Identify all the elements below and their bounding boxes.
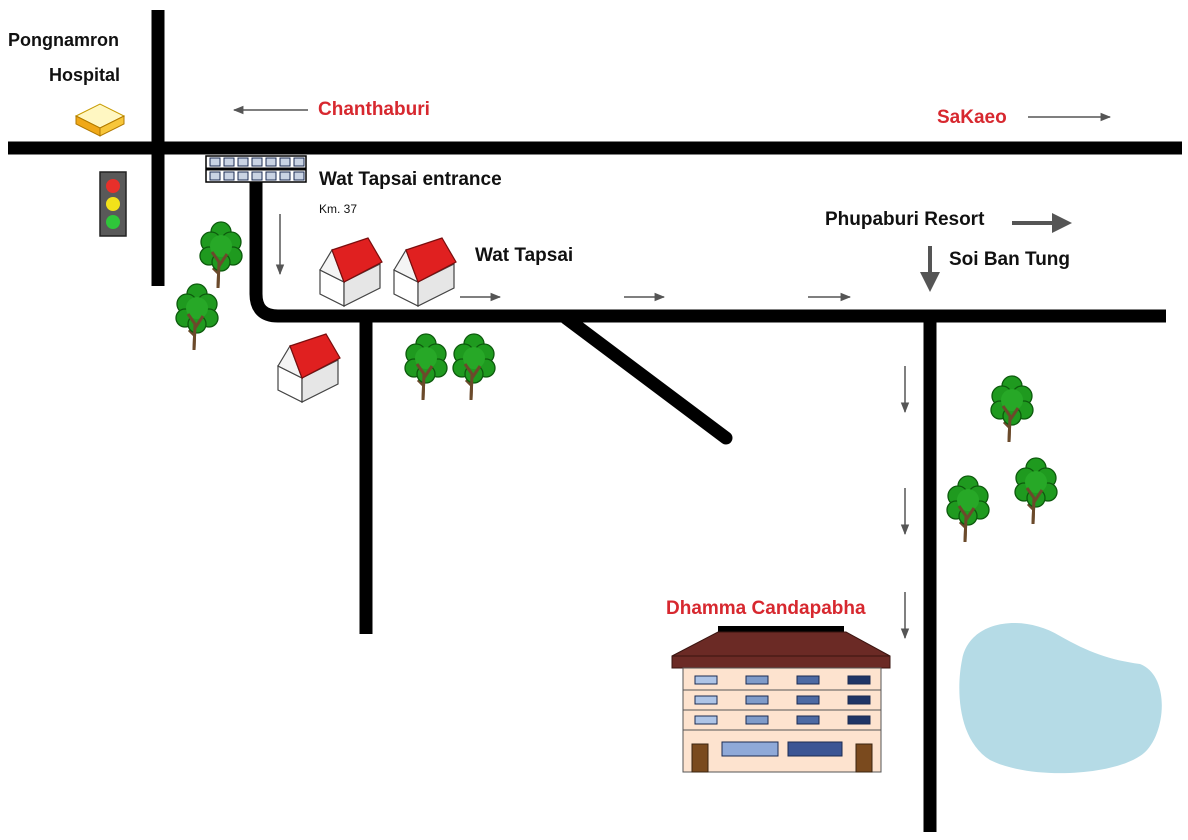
house-icon (277, 333, 341, 403)
tree-icon (1013, 456, 1059, 526)
pond-icon (959, 623, 1162, 774)
hospital-icon (74, 103, 126, 137)
km-marker-label: Km. 37 (319, 202, 358, 216)
tree-icon (174, 282, 220, 352)
entrance-label: Wat Tapsai entrance (319, 169, 502, 190)
tree-icon (989, 374, 1035, 444)
road-network (8, 10, 1182, 832)
sakaeo-label: SaKaeo (937, 107, 1007, 128)
traffic-light-icon (99, 171, 127, 237)
tree-icon (198, 220, 244, 290)
phupaburi-resort-label: Phupaburi Resort (825, 209, 985, 230)
wat-tapsai-label: Wat Tapsai (475, 245, 574, 266)
house-icon (319, 237, 383, 307)
meditation-center-icon (671, 626, 891, 773)
chanthaburi-label: Chanthaburi (318, 99, 430, 120)
entrance-road (249, 172, 1166, 323)
tree-icon (945, 474, 991, 544)
bridge-icon (205, 155, 307, 183)
dhamma-candapabha-label: Dhamma Candapabha (666, 598, 866, 619)
soi-ban-tung-label: Soi Ban Tung (949, 249, 1071, 270)
tree-icon (403, 332, 449, 402)
tree-icon (451, 332, 497, 402)
diagonal-road (559, 311, 733, 445)
hospital-name-line1: Pongnamron (8, 30, 119, 50)
direction-arrows (232, 105, 1112, 640)
house-icon (393, 237, 457, 307)
hospital-name-line2: Hospital (49, 65, 121, 85)
